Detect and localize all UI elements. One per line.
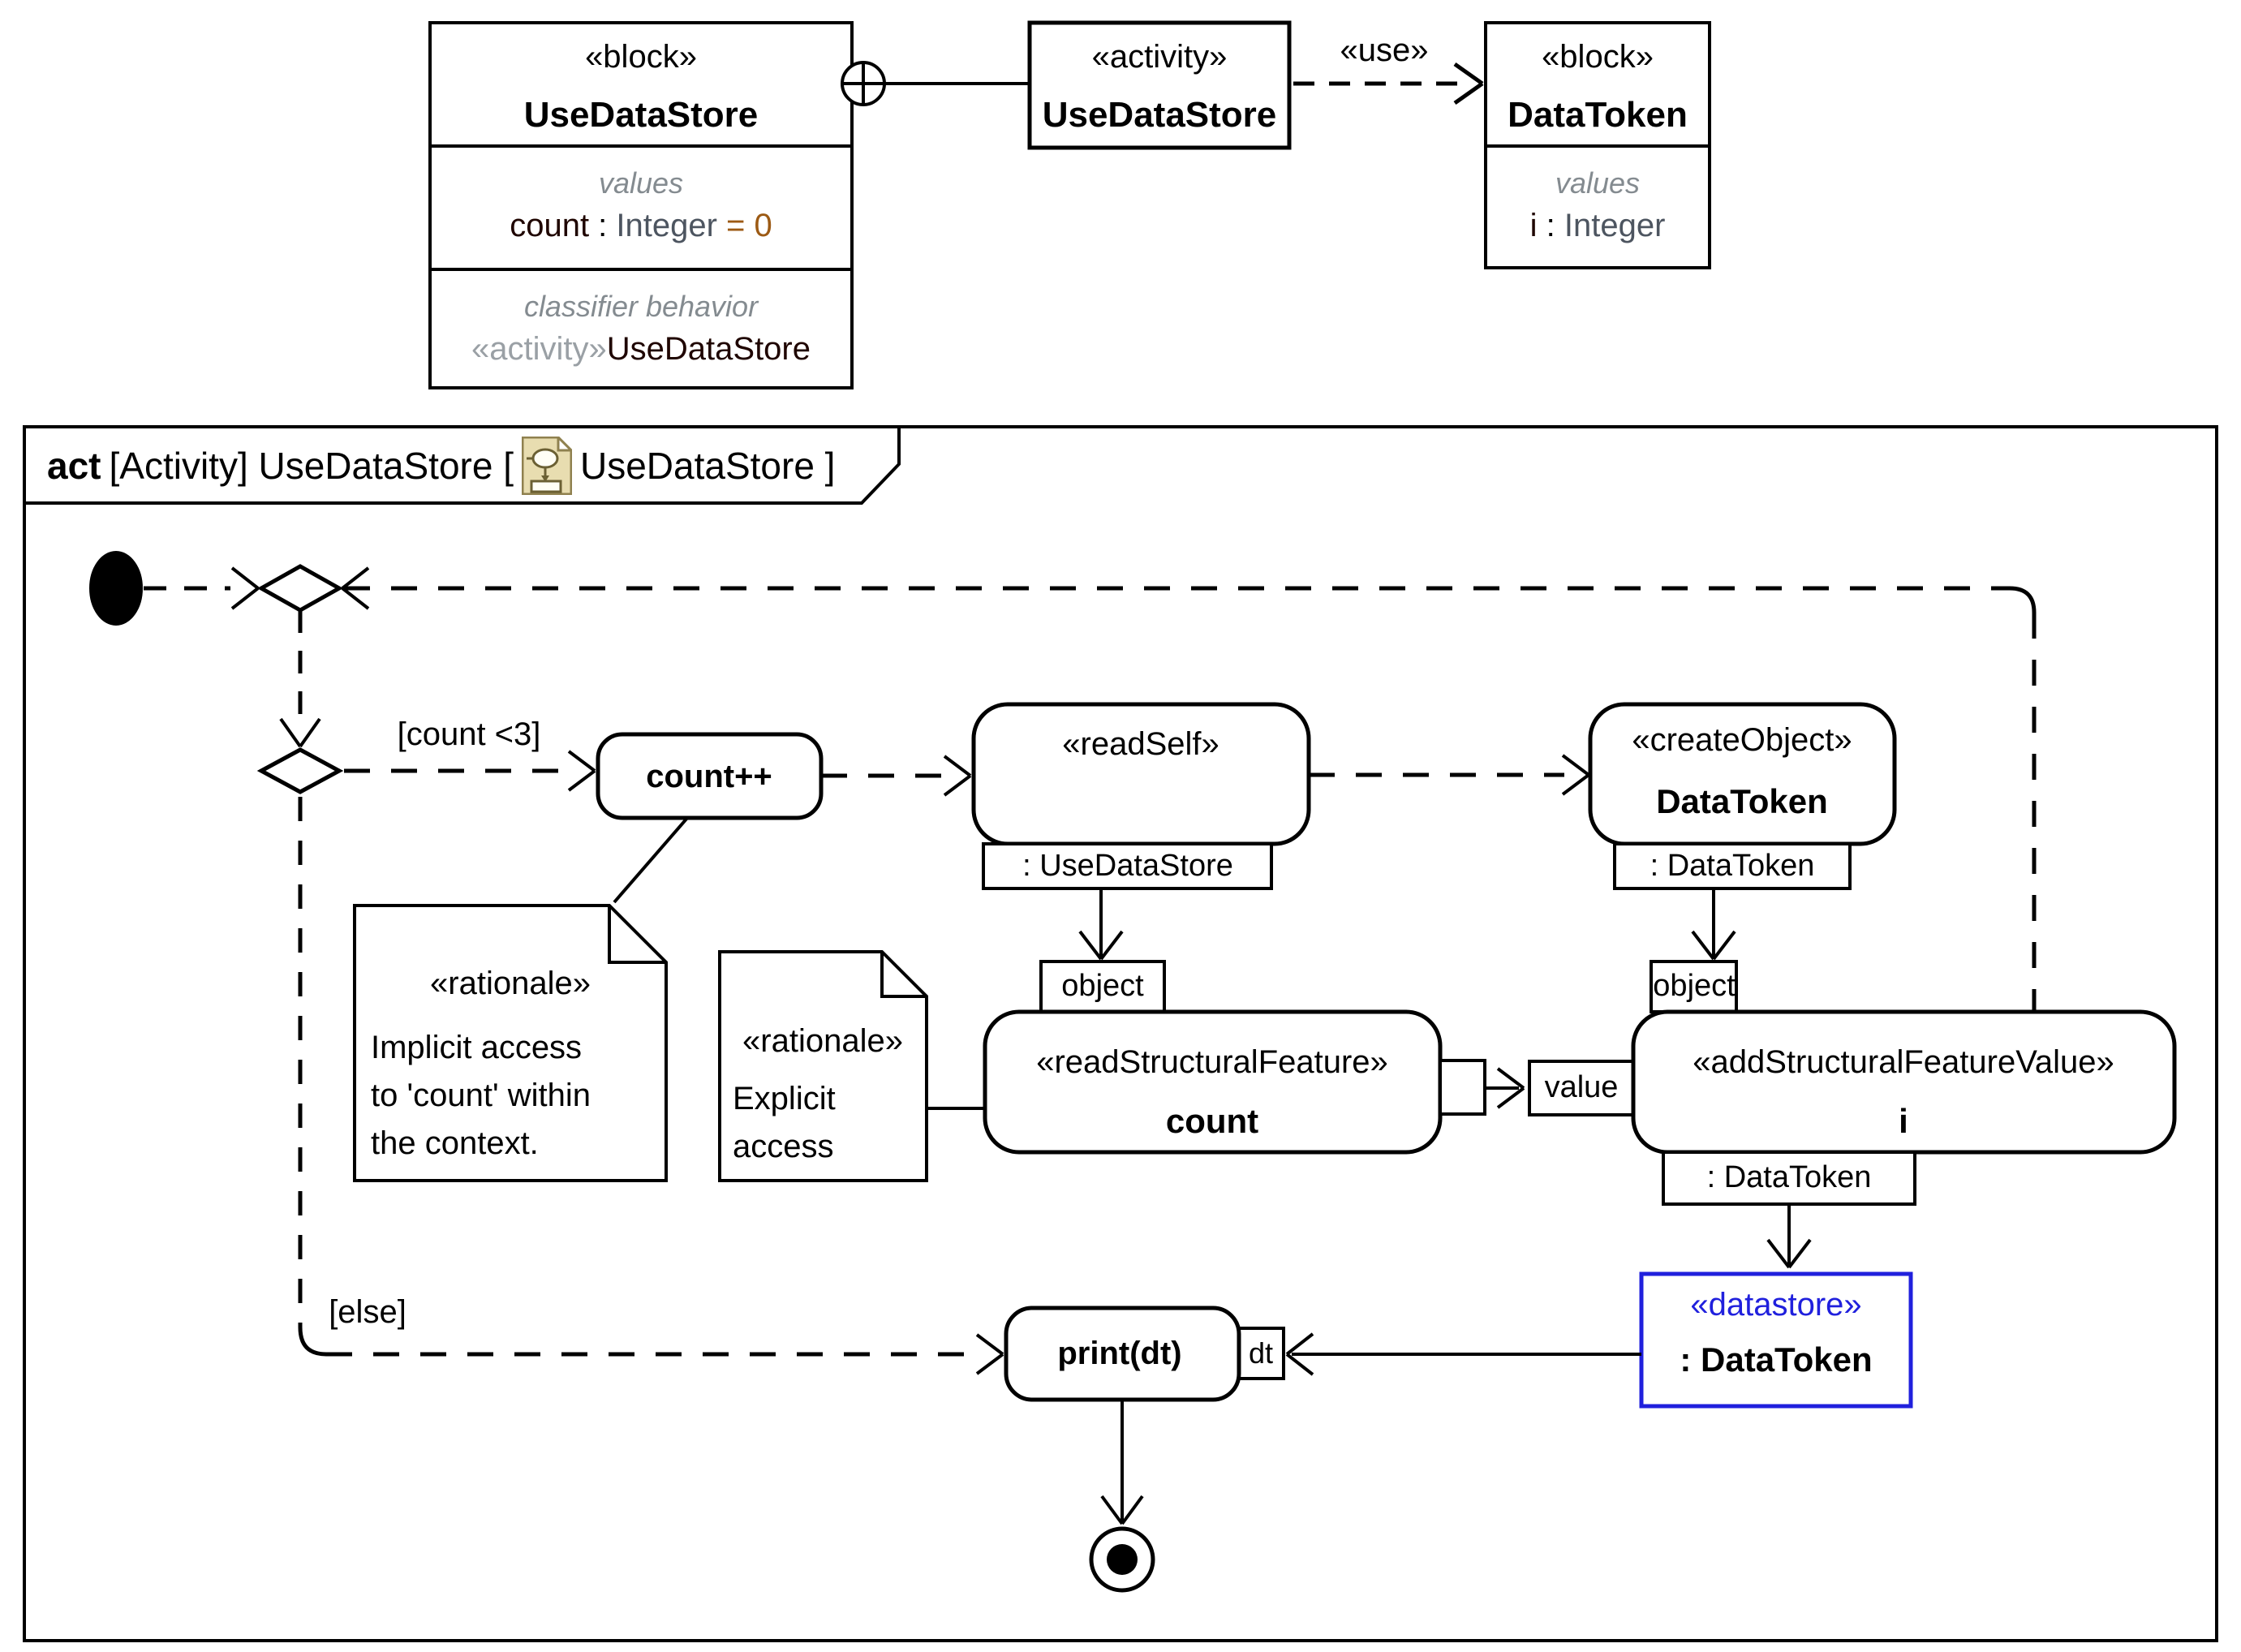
block-usedatastore-name: UseDataStore xyxy=(523,94,759,135)
rationale-explicit-line-1: Explicit xyxy=(733,1081,836,1116)
datastore-node[interactable] xyxy=(1639,1271,1913,1409)
addsfv-pin-label: : DataToken xyxy=(1706,1160,1872,1195)
decision-node-diamond[interactable] xyxy=(256,747,344,794)
guard-count-label: [count <3] xyxy=(397,716,541,752)
frame-title: act [Activity] UseDataStore [ UseDataSto… xyxy=(47,437,836,495)
addsfv-name-label: i xyxy=(1899,1101,1908,1140)
merge-node-diamond[interactable] xyxy=(256,564,344,613)
addsfv-object-input-pin[interactable] xyxy=(1650,960,1738,1013)
readsf-result-output-pin[interactable] xyxy=(1439,1059,1486,1116)
behavior-name: UseDataStore xyxy=(606,331,811,367)
objectflow-datastore-to-dt xyxy=(1285,1332,1641,1376)
addsfv-value-input-pin[interactable] xyxy=(1528,1060,1635,1116)
action-readself[interactable] xyxy=(971,702,1311,846)
frame-kind-label: act xyxy=(47,445,101,487)
readself-pin-label: : UseDataStore xyxy=(1022,849,1233,884)
arrowhead-into-print xyxy=(975,1333,1004,1375)
block-datatoken-stereotype: «block» xyxy=(1542,39,1654,75)
objectflow-readself-to-object xyxy=(1078,888,1124,961)
createobject-pin-label: : DataToken xyxy=(1650,849,1815,884)
readsf-name-label: count xyxy=(1165,1101,1259,1140)
createobject-name-label: DataToken xyxy=(1656,781,1828,820)
arrowhead-into-decision xyxy=(279,717,321,748)
behavior-stereotype: «activity» xyxy=(471,331,607,367)
block-datatoken-name: DataToken xyxy=(1508,94,1688,135)
objectflow-result-to-value xyxy=(1485,1067,1525,1109)
block-usedatastore-value-line: count : Integer = 0 xyxy=(510,208,772,243)
rationale-note-explicit[interactable] xyxy=(718,950,928,1182)
activity-block-name: UseDataStore xyxy=(1042,94,1277,135)
attr-i-name: i xyxy=(1529,208,1538,243)
print-dt-input-pin[interactable] xyxy=(1237,1327,1285,1380)
arrowhead-into-countpp xyxy=(567,750,596,792)
arrowhead-into-merge-left xyxy=(230,566,260,610)
createobject-stereotype-label: «createObject» xyxy=(1632,722,1852,758)
object-pin-left-label: object xyxy=(1061,969,1144,1004)
readsf-stereotype-label: «readStructuralFeature» xyxy=(1036,1044,1388,1080)
objectflow-createobject-to-object xyxy=(1691,888,1736,961)
addsfv-stereotype-label: «addStructuralFeatureValue» xyxy=(1693,1044,2114,1080)
initial-node[interactable] xyxy=(89,551,143,626)
block-usedatastore-box[interactable] xyxy=(428,21,854,389)
rationale-explicit-line-2: access xyxy=(733,1129,834,1164)
action-countpp-label: count++ xyxy=(646,759,772,794)
datastore-name-label: : DataToken xyxy=(1680,1340,1873,1379)
rationale-note-implicit[interactable] xyxy=(353,904,668,1182)
circle-plus-anchor-icon xyxy=(841,61,886,106)
note-anchor-implicit xyxy=(613,815,690,904)
rationale-implicit-line-3: the context. xyxy=(371,1125,539,1161)
arrowhead-into-createobject xyxy=(1561,754,1590,796)
objectflow-addsfv-to-datastore xyxy=(1766,1204,1812,1269)
readself-output-pin[interactable] xyxy=(982,842,1273,890)
readsf-object-input-pin[interactable] xyxy=(1039,960,1166,1013)
flow-print-to-final xyxy=(1100,1401,1144,1525)
block-usedatastore-behavior-label: classifier behavior xyxy=(523,290,759,324)
attr-count-type: Integer xyxy=(616,208,717,243)
block-datatoken-values-label: values xyxy=(1555,166,1641,200)
flow-guard-else xyxy=(298,797,978,1357)
activity-diagram-icon xyxy=(521,437,572,495)
arrowhead-into-merge-right xyxy=(341,566,370,610)
final-node[interactable] xyxy=(1089,1526,1155,1593)
attr-count-colon: : xyxy=(589,208,617,243)
print-action-label: print(dt) xyxy=(1057,1336,1182,1371)
readself-stereotype-label: «readSelf» xyxy=(1062,726,1219,762)
attr-count-default: = 0 xyxy=(716,208,772,243)
block-usedatastore-behavior-line: «activity»UseDataStore xyxy=(471,331,811,367)
rationale-implicit-stereotype: «rationale» xyxy=(430,966,591,1001)
addsfv-result-output-pin[interactable] xyxy=(1662,1151,1916,1206)
object-pin-right-label: object xyxy=(1653,969,1736,1004)
activity-usedatastore-box[interactable] xyxy=(1027,20,1292,150)
rationale-implicit-line-1: Implicit access xyxy=(371,1030,583,1065)
use-dependency-arrow xyxy=(1293,62,1484,105)
frame-title-after-icon: UseDataStore ] xyxy=(579,445,836,487)
frame-title-before-icon: [Activity] UseDataStore [ xyxy=(109,445,514,487)
rationale-implicit-line-2: to 'count' within xyxy=(371,1078,591,1113)
value-pin-label: value xyxy=(1544,1070,1619,1105)
flow-loopback-edge xyxy=(344,586,2037,1012)
rationale-explicit-stereotype: «rationale» xyxy=(742,1023,903,1059)
action-print[interactable] xyxy=(1004,1306,1241,1402)
arrowhead-into-readself xyxy=(943,755,972,797)
frame-header-tab xyxy=(23,425,901,505)
dt-pin-label: dt xyxy=(1248,1336,1274,1370)
createobject-output-pin[interactable] xyxy=(1613,842,1852,890)
guard-else-label: [else] xyxy=(329,1294,406,1330)
block-usedatastore-stereotype: «block» xyxy=(585,39,697,75)
activity-block-stereotype: «activity» xyxy=(1091,39,1228,75)
datastore-stereotype-label: «datastore» xyxy=(1690,1287,1862,1323)
attr-i-type: Integer xyxy=(1564,208,1666,243)
block-usedatastore-values-label: values xyxy=(598,166,684,200)
attr-count-name: count xyxy=(510,208,590,243)
use-dependency-label: «use» xyxy=(1340,32,1429,68)
attr-i-colon: : xyxy=(1537,208,1564,243)
block-datatoken-value-line: i : Integer xyxy=(1530,208,1666,243)
